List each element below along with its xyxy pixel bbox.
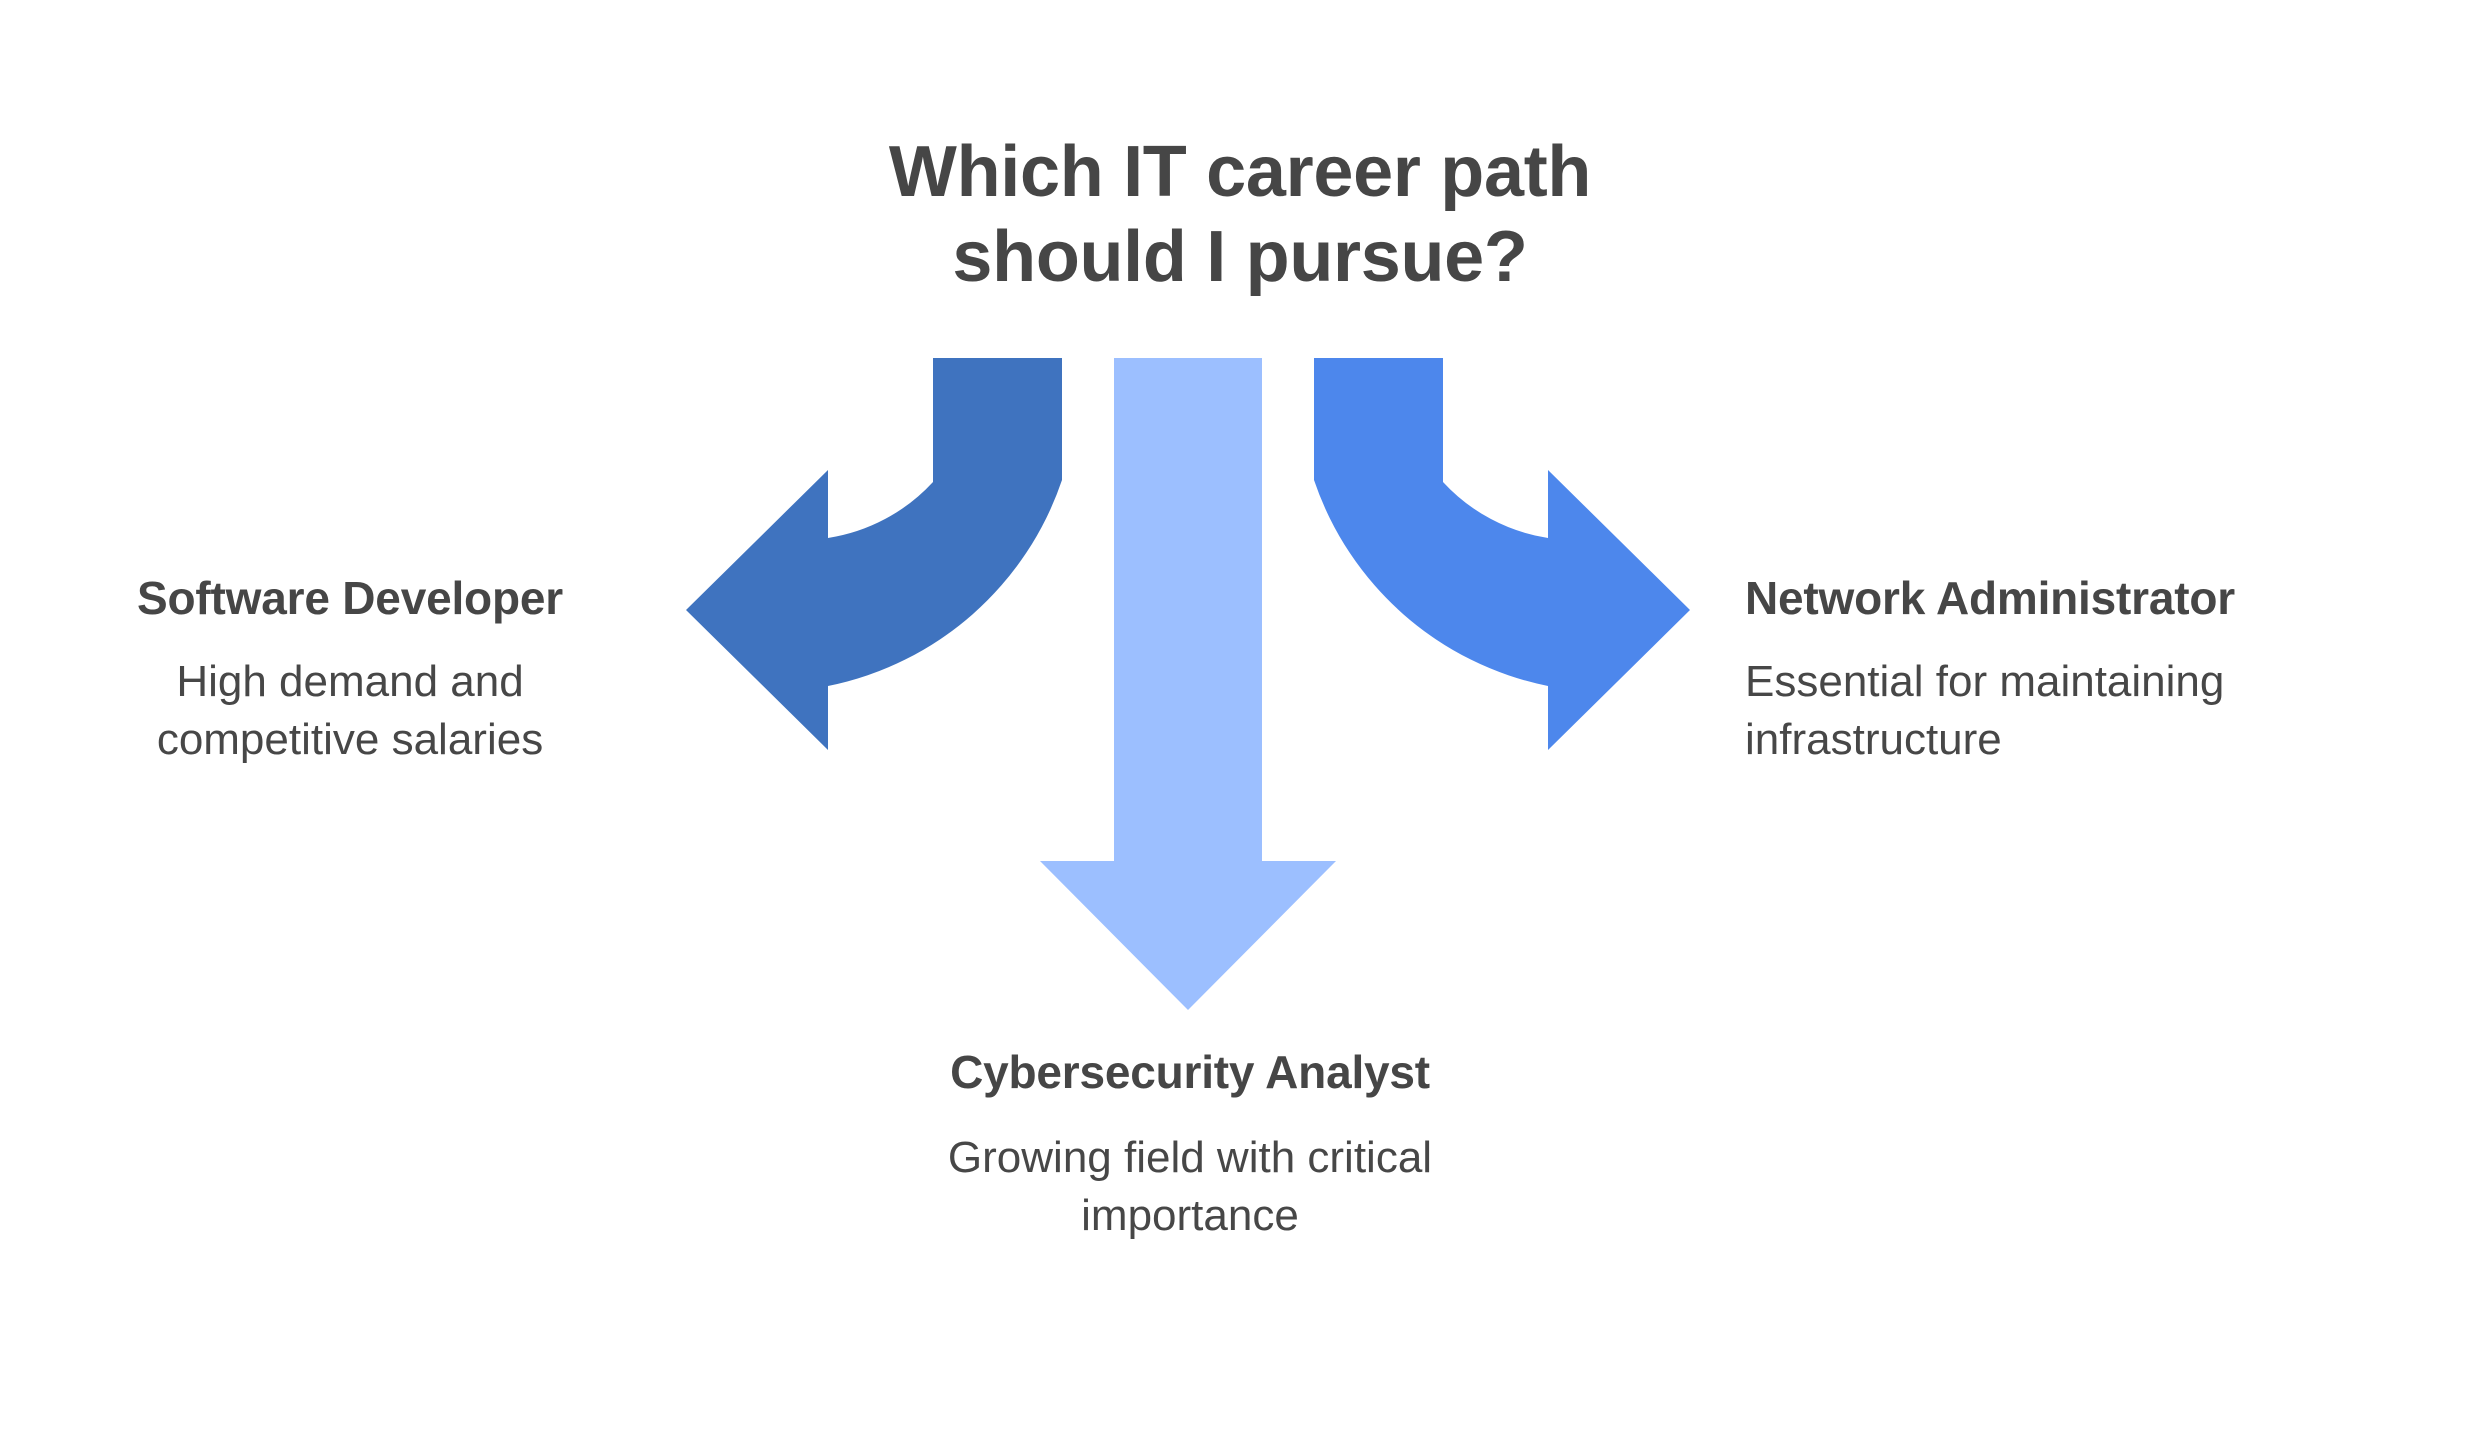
curved-arrow-right (1314, 358, 1690, 750)
branch-left-description-line-2: competitive salaries (156, 715, 544, 765)
branch-label-left: Software Developer High demand and compe… (40, 572, 660, 770)
branch-left-description-line-1: High demand and (176, 656, 524, 706)
branch-right-description-line-1: Essential for maintaining (1745, 656, 2225, 706)
straight-arrow-down (1040, 358, 1336, 1010)
branch-label-right: Network Administrator Essential for main… (1745, 572, 2445, 770)
branch-left-description: High demand and competitive salaries (40, 653, 660, 770)
page-title-line-2: should I pursue? (952, 216, 1528, 297)
branch-bottom-description-line-1: Growing field with critical (947, 1132, 1433, 1182)
branch-label-bottom: Cybersecurity Analyst Growing field with… (760, 1046, 1620, 1246)
branch-left-heading: Software Developer (137, 572, 563, 624)
page-title-line-1: Which IT career path (888, 132, 1592, 212)
branch-right-heading: Network Administrator (1745, 572, 2235, 624)
branch-bottom-heading: Cybersecurity Analyst (950, 1046, 1430, 1098)
branch-right-description-line-2: infrastructure (1745, 715, 2002, 765)
branch-bottom-description: Growing field with critical importance (760, 1129, 1620, 1246)
branch-bottom-description-line-2: importance (1081, 1191, 1299, 1241)
page-title: Which IT career path should I pursue? (620, 130, 1860, 300)
branch-right-description: Essential for maintaining infrastructure (1745, 653, 2445, 770)
curved-arrow-left (686, 358, 1062, 750)
